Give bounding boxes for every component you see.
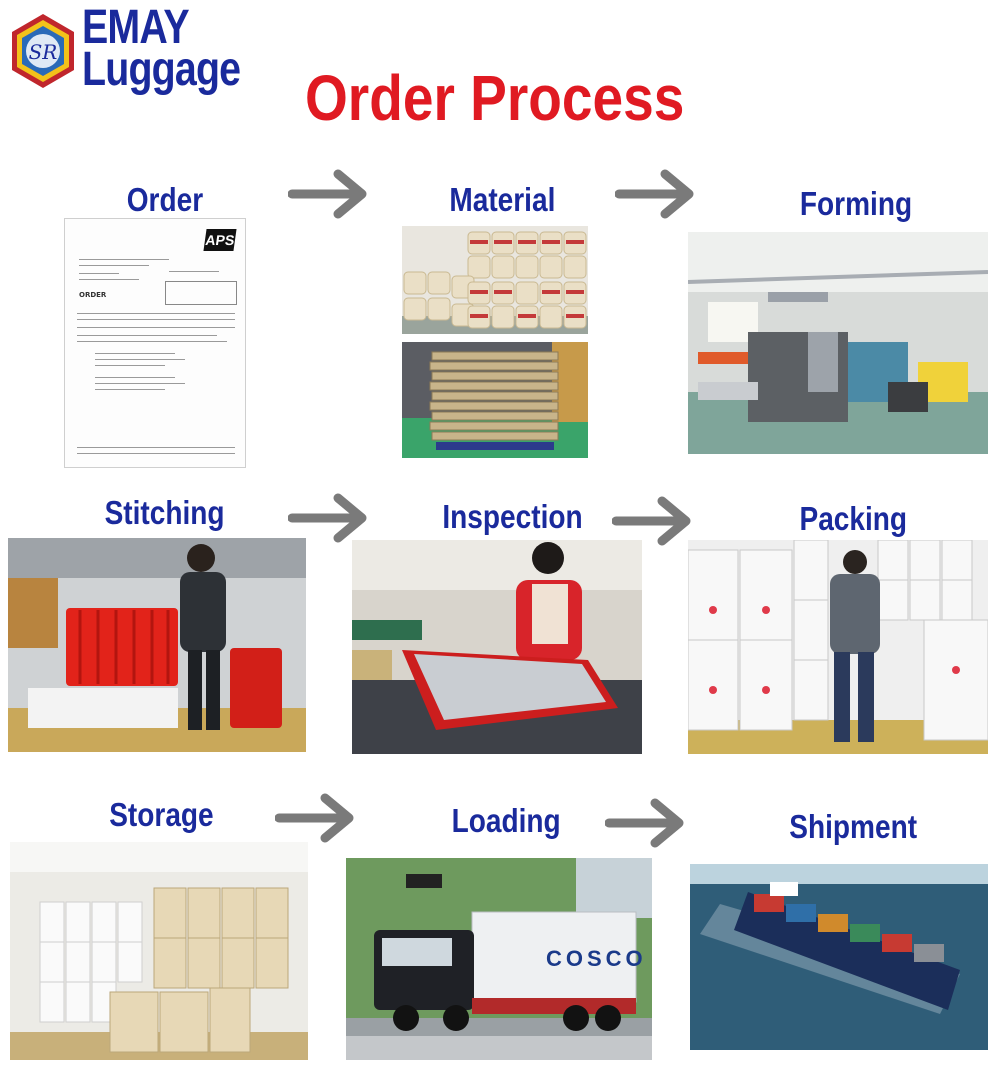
step-title-order: Order [126,181,204,218]
emay-logo-icon: SR [8,12,78,90]
arrow-right-icon [615,169,694,219]
material-sheets-image [402,342,588,458]
order-document-image: APS ORDER [64,218,246,468]
arrow-right-icon [605,798,684,848]
material-bags-image [402,226,588,334]
arrow-right-icon [275,793,354,843]
step-title-shipment: Shipment [789,808,918,845]
step-title-packing: Packing [799,500,908,537]
brand-subname: Luggage [82,43,241,96]
aps-logo: APS [203,229,237,251]
stitching-image [8,538,306,752]
step-title-forming: Forming [799,185,913,222]
packing-image [688,540,988,754]
storage-image [10,842,308,1060]
container-logo: COSCO [546,946,647,971]
step-title-storage: Storage [109,796,214,833]
step-title-inspection: Inspection [442,498,583,535]
page-title: Order Process [305,62,685,134]
arrow-right-icon [288,493,367,543]
shipment-vessel-image [690,864,988,1050]
arrow-right-icon [288,169,367,219]
step-title-material: Material [449,181,556,218]
forming-factory-image [688,232,988,454]
loading-truck-image: COSCO [346,858,652,1060]
inspection-image [352,540,642,754]
step-title-stitching: Stitching [104,494,225,531]
brand-name: EMAY [82,1,190,54]
step-title-loading: Loading [451,802,561,839]
arrow-right-icon [612,496,691,546]
svg-text:SR: SR [29,40,58,64]
order-doc-heading: ORDER [79,291,107,299]
